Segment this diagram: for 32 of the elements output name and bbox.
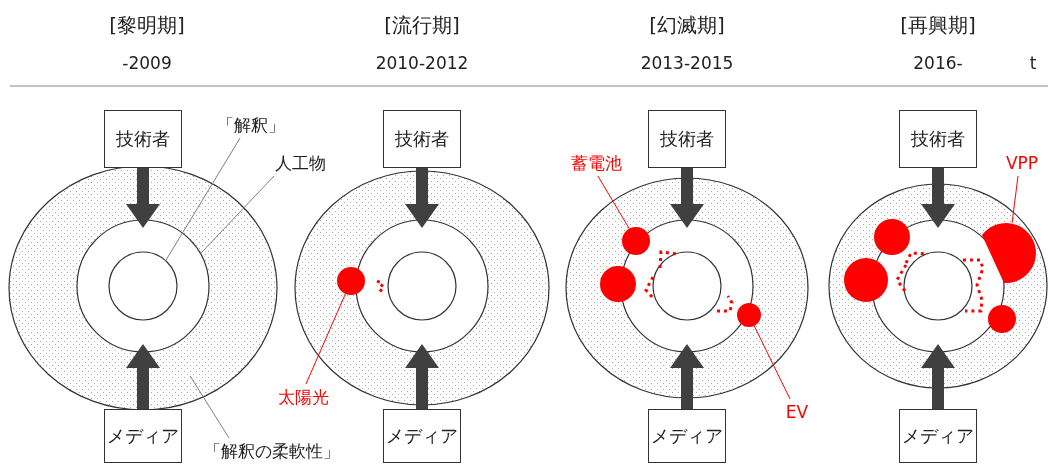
year-label: 2013-2015	[640, 53, 734, 73]
callout-label: 蓄電池	[564, 150, 628, 176]
callout-label: EV	[778, 399, 816, 425]
block-arrow	[126, 344, 160, 409]
callout-label: 「解釈の柔軟性」	[190, 438, 354, 464]
year-label: -2009	[122, 53, 172, 73]
period-heading: [再興期]	[900, 11, 976, 39]
year-label: t	[1029, 53, 1037, 73]
period-heading: [流行期]	[384, 11, 460, 39]
period-heading: [幻滅期]	[649, 11, 725, 39]
actor-box: 技術者	[648, 110, 726, 168]
callout-label: 「解釈」	[212, 112, 290, 138]
year-label: 2010-2012	[375, 53, 469, 73]
leader-line	[165, 137, 241, 262]
leader-line	[753, 325, 791, 400]
actor-box: 技術者	[383, 110, 461, 168]
actor-box: 技術者	[899, 110, 977, 168]
year-label: 2016-	[913, 53, 963, 73]
leader-line	[1011, 175, 1019, 224]
leader-line	[597, 175, 630, 230]
actor-box: メディア	[383, 409, 461, 463]
callout-label: 人工物	[268, 150, 332, 176]
leader-line	[200, 175, 275, 255]
actor-box: メディア	[899, 409, 977, 463]
callout-label: 太陽光	[272, 384, 334, 410]
actor-box: メディア	[104, 409, 182, 463]
actor-box: メディア	[648, 409, 726, 463]
callout-label: VPP	[998, 150, 1046, 176]
leader-line	[189, 375, 230, 439]
block-arrow	[126, 168, 160, 228]
period-heading: [黎明期]	[109, 11, 185, 39]
actor-box: 技術者	[104, 110, 182, 168]
